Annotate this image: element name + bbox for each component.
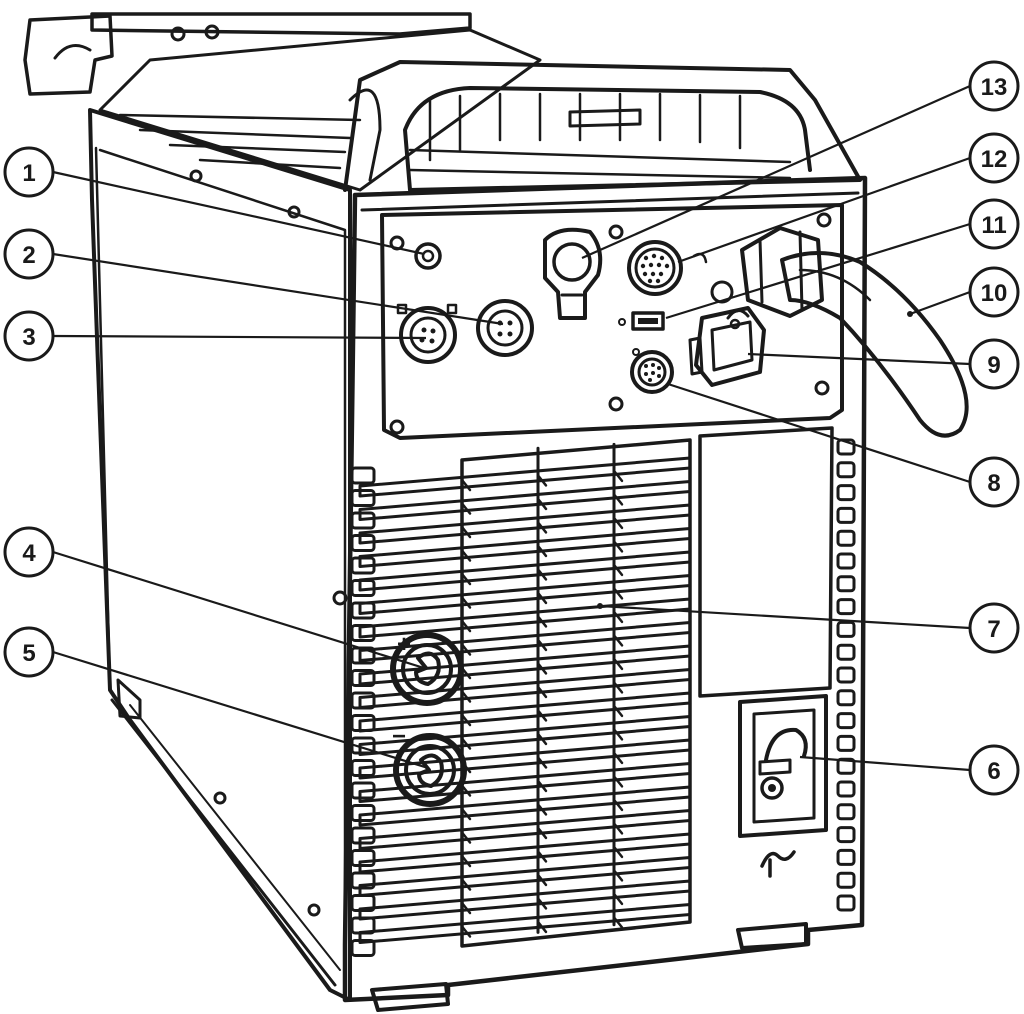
connector-2-icon [476,299,534,357]
callout-5: 5 [3,626,55,678]
callout-9-label: 9 [987,352,1000,379]
connector-3-icon [399,306,457,364]
vent-grille [358,438,692,948]
callout-8-label: 8 [987,470,1000,497]
callout-5-label: 5 [22,640,35,667]
callout-1: 1 [3,146,55,198]
cable-gland-icon [740,226,824,318]
callout-4: 4 [3,526,55,578]
welding-socket-positive: + [390,631,464,706]
mains-cable-icon [780,251,969,438]
front-body [342,175,868,1003]
callout-10: 10 [968,266,1020,318]
negative-marking: − [392,723,406,750]
callout-8: 8 [968,456,1020,508]
socket-1-icon [414,242,442,270]
callout-2: 2 [3,228,55,280]
feet [370,922,808,1012]
callout-10-label: 10 [981,280,1008,307]
callout-6: 6 [968,744,1020,796]
port-11-icon [631,311,665,331]
callout-11-label: 11 [981,212,1006,239]
callout-6-label: 6 [987,758,1000,785]
top-vents [98,28,792,192]
welding-socket-negative: − [392,723,467,807]
left-slots [350,466,376,957]
connector-12-icon [627,240,683,296]
side-panel [88,108,352,1002]
gas-connector [738,694,828,878]
plug-9-icon [694,306,766,387]
label-area [698,426,834,698]
callout-13: 13 [968,60,1020,112]
callout-12: 12 [968,132,1020,184]
connector-13-icon [543,227,603,320]
callout-11: 11 [968,198,1020,250]
positive-marking: + [397,631,411,658]
callout-9: 9 [968,338,1020,390]
top-clamp [23,12,472,96]
right-slots [836,438,856,912]
callout-4-label: 4 [22,540,36,567]
callout-3: 3 [3,310,55,362]
connector-panel [380,203,969,440]
leader-lines [52,84,971,772]
callout-7: 7 [968,602,1020,654]
callout-3-label: 3 [22,324,35,351]
connector-8-icon [630,350,674,394]
callout-1-label: 1 [22,160,35,187]
callout-12-label: 12 [981,146,1008,173]
callout-7-label: 7 [987,616,1000,643]
callout-2-label: 2 [22,242,35,269]
callout-13-label: 13 [981,74,1008,101]
